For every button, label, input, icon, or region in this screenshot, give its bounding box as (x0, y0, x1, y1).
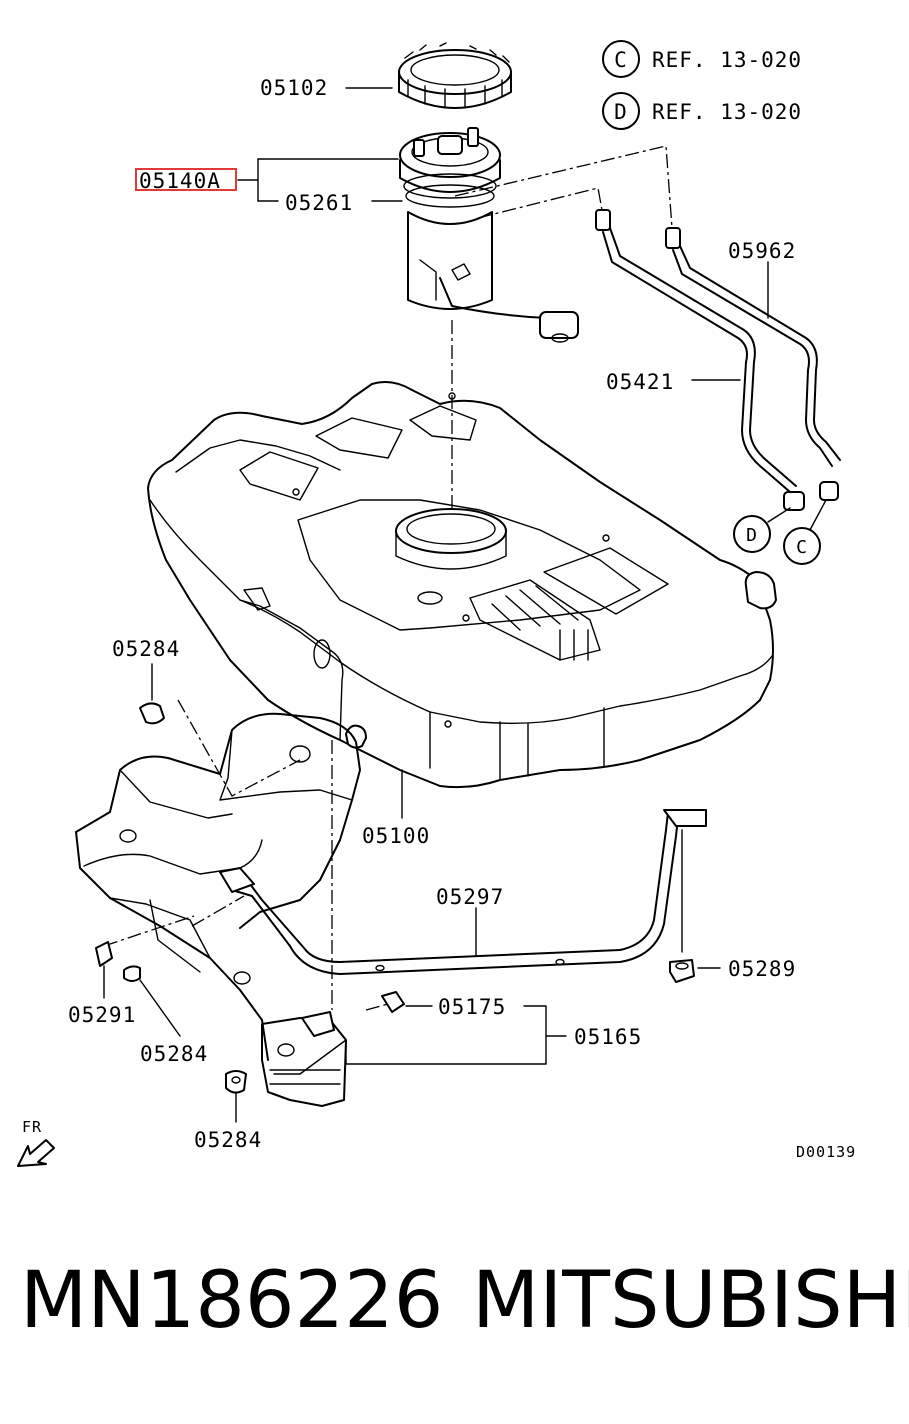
grommet-05284-top (139, 702, 165, 725)
front-direction-arrow: FR (17, 1118, 55, 1167)
footer: MN186226 MITSUBISHI (0, 1262, 909, 1392)
label-05102: 05102 (260, 76, 328, 100)
label-05284-mid: 05284 (140, 1042, 208, 1066)
label-05175: 05175 (438, 995, 506, 1019)
clip-05291 (95, 941, 113, 967)
direction-label: FR (22, 1118, 42, 1136)
label-05261: 05261 (285, 191, 353, 215)
highlight-box-05140A (135, 168, 237, 191)
label-05421: 05421 (606, 370, 674, 394)
label-05284-top: 05284 (112, 637, 180, 661)
reference-legend: C REF. 13-020 D REF. 13-020 (602, 40, 802, 130)
callout-d: D (746, 525, 758, 546)
shield-bracket (261, 1011, 347, 1107)
label-05165: 05165 (574, 1025, 642, 1049)
nut-05289 (669, 959, 695, 983)
part-number: MN186226 (20, 1256, 444, 1346)
lock-ring (398, 42, 512, 109)
drawing-code: D00139 (796, 1143, 856, 1161)
label-05140A: 05140A (139, 169, 221, 193)
label-05284-bottom: 05284 (194, 1128, 262, 1152)
label-05291: 05291 (68, 1003, 136, 1027)
label-05289: 05289 (728, 957, 796, 981)
clip-05175 (381, 991, 405, 1013)
ref-text-d: REF. 13-020 (652, 100, 802, 124)
label-05100: 05100 (362, 824, 430, 848)
fuel-pump-module (399, 127, 579, 343)
fuel-hoses (595, 209, 841, 511)
callout-c: C (796, 537, 808, 558)
fuel-tank (147, 381, 777, 789)
ref-letter-c: C (614, 48, 628, 72)
ref-text-c: REF. 13-020 (652, 48, 802, 72)
grommet-05284-mid (123, 965, 141, 982)
label-05962: 05962 (728, 239, 796, 263)
ref-letter-d: D (614, 100, 628, 124)
grommet-05284-bottom (225, 1070, 247, 1094)
brand-name: MITSUBISHI (472, 1256, 909, 1346)
heat-shield (75, 712, 361, 1061)
label-05297: 05297 (436, 885, 504, 909)
tank-strap (219, 809, 707, 975)
parts-diagram: C REF. 13-020 D REF. 13-020 05102 05140A (17, 40, 856, 1167)
